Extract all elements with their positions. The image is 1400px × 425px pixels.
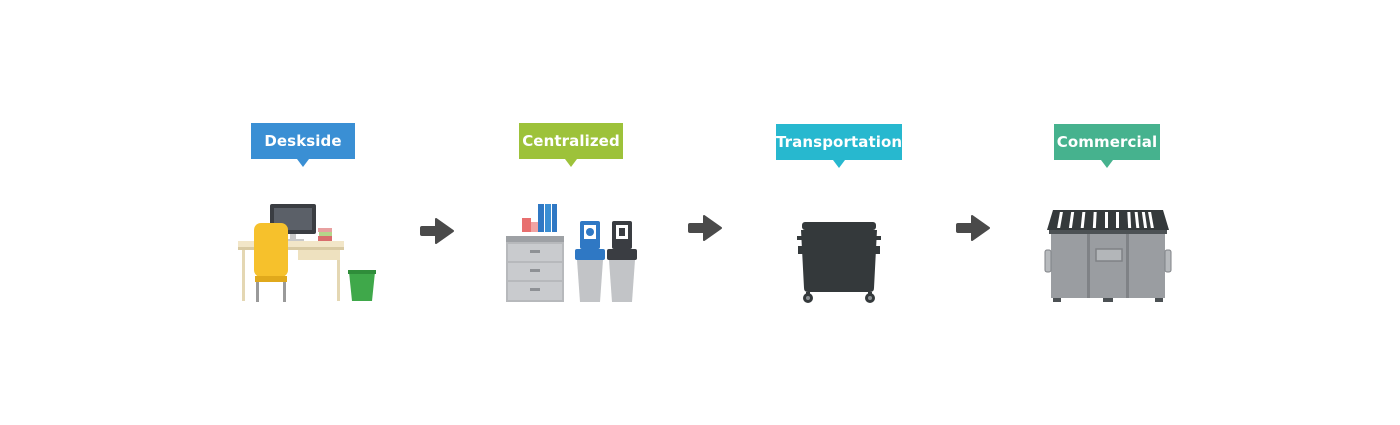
wheeled-waste-container-icon: [797, 222, 881, 303]
right-arrow-icon: [688, 215, 722, 241]
right-arrow-icon: [956, 215, 990, 241]
transportation-label: Transportation: [776, 124, 902, 168]
commercial-dumpster-icon: [1044, 210, 1172, 302]
centralized-label: Centralized: [519, 123, 623, 167]
right-arrow-icon: [420, 218, 454, 244]
cabinet-and-recycling-bins-icon: [506, 204, 637, 302]
desk-with-computer-and-bin-icon: [238, 204, 376, 302]
commercial-label: Commercial: [1054, 124, 1160, 168]
deskside-label: Deskside: [251, 123, 355, 167]
